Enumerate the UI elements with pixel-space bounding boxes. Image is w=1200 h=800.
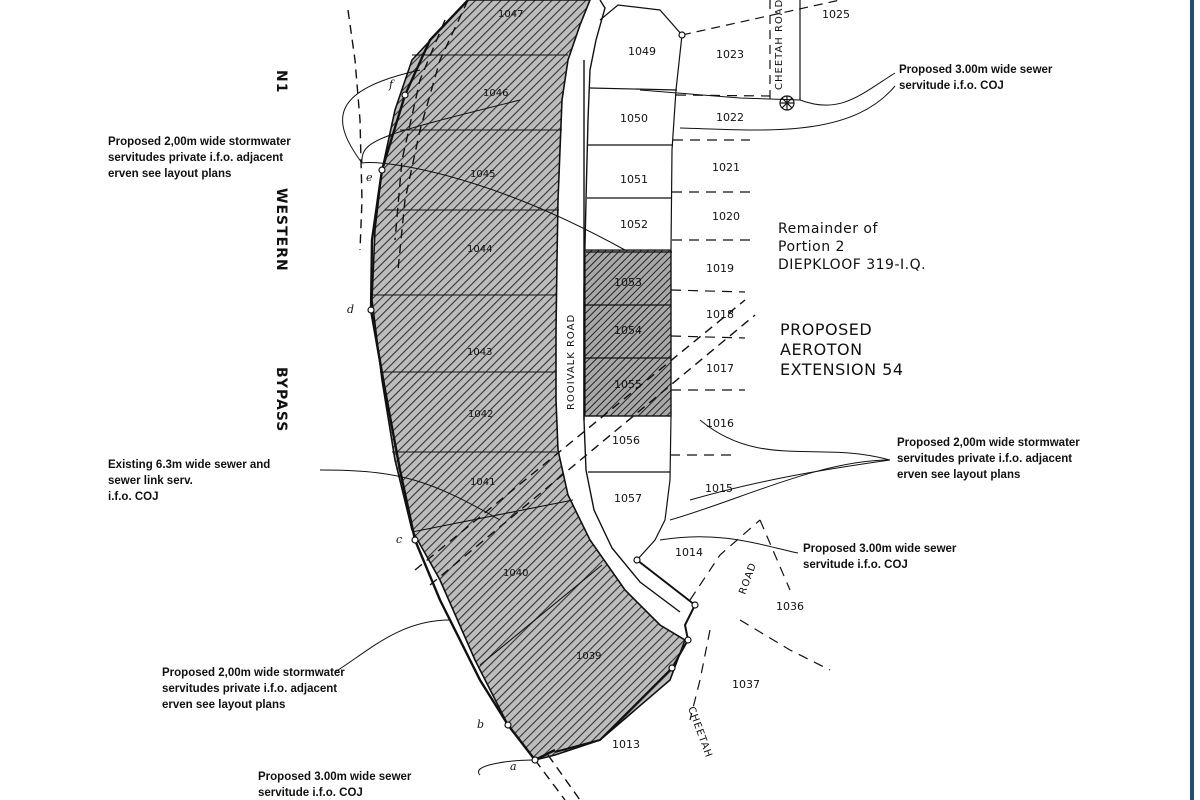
erf-1019: 1019 [706,262,734,275]
svg-text:Proposed 2,00m wide stormwater: Proposed 2,00m wide stormwater [108,136,291,148]
svg-text:Existing 6.3m wide sewer and: Existing 6.3m wide sewer and [108,459,270,471]
proposed-line-3: EXTENSION 54 [780,360,904,379]
erf-1049: 1049 [628,45,656,58]
erf-1050: 1050 [620,112,648,125]
erf-1044: 1044 [467,244,492,255]
erf-1056: 1056 [612,434,640,447]
note-storm-bottom-left: Proposed 2,00m wide stormwater servitude… [162,667,345,711]
point-e: e [366,171,373,184]
svg-text:Proposed 2,00m wide stormwater: Proposed 2,00m wide stormwater [897,437,1080,449]
erf-1051: 1051 [620,173,648,186]
svg-text:Proposed 3.00m wide sewer: Proposed 3.00m wide sewer [258,771,412,783]
svg-text:servitudes private i.f.o. adja: servitudes private i.f.o. adjacent [108,152,283,164]
note-sewer-bottom: Proposed 3.00m wide sewer servitude i.f.… [258,771,412,799]
point-c: c [396,533,402,546]
erf-1022: 1022 [716,111,744,124]
sewer-servitude-lines [347,0,756,800]
svg-text:i.f.o. COJ: i.f.o. COJ [108,491,158,503]
svg-text:erven see layout plans: erven see layout plans [897,469,1020,481]
point-f: f [388,78,395,91]
cheetah-road-top-lines [681,0,841,100]
erf-1045: 1045 [470,169,495,180]
svg-text:Proposed 3.00m wide sewer: Proposed 3.00m wide sewer [803,543,957,555]
svg-text:sewer link serv.: sewer link serv. [108,475,193,487]
erf-1047: 1047 [498,9,523,20]
erf-1042: 1042 [468,409,493,420]
point-d: d [347,303,354,316]
highway-label-n1: N1 [273,70,289,93]
erf-1039: 1039 [576,651,601,662]
erf-1054: 1054 [614,324,642,337]
erf-1017: 1017 [706,362,734,375]
erf-1053: 1053 [614,276,642,289]
svg-text:servitude i.f.o. COJ: servitude i.f.o. COJ [803,559,908,571]
highway-label-western: WESTERN [273,188,289,272]
point-b: b [477,718,484,731]
note-sewer-mid-right: Proposed 3.00m wide sewer servitude i.f.… [803,543,957,571]
erf-1014: 1014 [675,546,703,559]
svg-text:Proposed 3.00m wide sewer: Proposed 3.00m wide sewer [899,64,1053,76]
svg-text:erven see layout plans: erven see layout plans [162,699,285,711]
svg-text:servitudes private i.f.o. adja: servitudes private i.f.o. adjacent [897,453,1072,465]
sheet-border [1190,0,1194,800]
cheetah-road-bottom-label-1: ROAD [737,561,759,596]
proposed-line-1: PROPOSED [780,320,872,339]
rooivalk-road-label: ROOIVALK ROAD [566,314,577,410]
erf-1018: 1018 [706,308,734,321]
hatched-erven-1053-1055 [584,249,672,417]
erf-1025: 1025 [822,8,850,21]
highway-label-bypass: BYPASS [273,367,289,432]
svg-text:servitude i.f.o. COJ: servitude i.f.o. COJ [899,80,1004,92]
cheetah-road-bottom-label-2: CHEETAH [685,705,714,759]
svg-text:servitude i.f.o. COJ: servitude i.f.o. COJ [258,787,363,799]
erf-1043: 1043 [467,347,492,358]
svg-text:servitudes private i.f.o. adja: servitudes private i.f.o. adjacent [162,683,337,695]
note-storm-right: Proposed 2,00m wide stormwater servitude… [897,437,1080,481]
erf-1041: 1041 [470,477,495,488]
erf-1020: 1020 [712,210,740,223]
west-boundary [369,0,556,762]
erf-1023: 1023 [716,48,744,61]
annotation-leaders [319,69,896,776]
remainder-line-2: Portion 2 [778,239,845,255]
svg-text:erven see layout plans: erven see layout plans [108,168,231,180]
erf-1057: 1057 [614,492,642,505]
erf-1015: 1015 [705,482,733,495]
point-letters: f e d c b a [347,78,517,773]
survey-points [367,31,699,764]
remainder-line-1: Remainder of [778,221,878,237]
manhole-icon [779,95,795,111]
point-a: a [510,760,517,773]
svg-text:Proposed 2,00m wide stormwater: Proposed 2,00m wide stormwater [162,667,345,679]
east-erven-boundaries [585,4,683,561]
erf-1013: 1013 [612,738,640,751]
east-neighbour-dashes [670,94,831,721]
erf-1036: 1036 [776,600,804,613]
cheetah-road-top-label: CHEETAH ROAD [774,0,785,90]
erf-1040: 1040 [503,568,528,579]
note-existing-sewer: Existing 6.3m wide sewer and sewer link … [108,459,270,503]
erf-numbers: 1047 1046 1045 1044 1043 1042 1041 1040 … [467,8,850,751]
remainder-line-3: DIEPKLOOF 319-I.Q. [778,257,926,273]
erf-1016: 1016 [706,417,734,430]
erf-1037: 1037 [732,678,760,691]
rooivalk-road-outline [583,0,681,613]
erf-1046: 1046 [483,88,508,99]
erf-1055: 1055 [614,378,642,391]
erf-1052: 1052 [620,218,648,231]
note-storm-top-left: Proposed 2,00m wide stormwater servitude… [108,136,291,180]
erf-1021: 1021 [712,161,740,174]
proposed-line-2: AEROTON [780,340,863,359]
note-sewer-top-right: Proposed 3.00m wide sewer servitude i.f.… [899,64,1053,92]
